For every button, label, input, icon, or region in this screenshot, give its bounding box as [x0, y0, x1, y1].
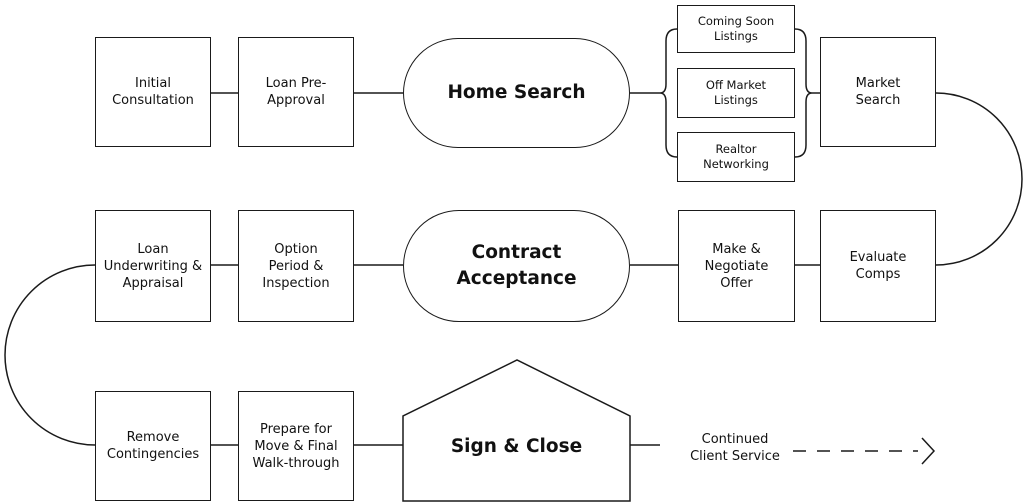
loop-right	[935, 92, 1023, 266]
step-remove-contingencies-label: Remove Contingencies	[106, 430, 200, 462]
right-brace	[794, 28, 813, 158]
step-evaluate-comps-label: Evaluate Comps	[849, 250, 907, 282]
step-market-search: Market Search	[820, 37, 936, 147]
step-option-period: Option Period & Inspection	[238, 210, 354, 322]
step-loan-pre-approval: Loan Pre- Approval	[238, 37, 354, 147]
step-sign-close: Sign & Close	[403, 428, 630, 464]
step-continued-client-service: Continued Client Service	[672, 428, 798, 468]
loop-left	[4, 264, 96, 446]
step-coming-soon-listings-label: Coming Soon Listings	[697, 14, 775, 43]
step-make-negotiate-offer-label: Make & Negotiate Offer	[704, 241, 769, 291]
step-contract-acceptance: Contract Acceptance	[403, 210, 630, 322]
step-off-market-listings-label: Off Market Listings	[705, 78, 767, 107]
step-loan-underwriting-label: Loan Underwriting & Appraisal	[103, 241, 203, 291]
step-initial-consultation-label: Initial Consultation	[112, 76, 194, 108]
step-loan-pre-approval-label: Loan Pre- Approval	[265, 76, 327, 108]
step-remove-contingencies: Remove Contingencies	[95, 391, 211, 501]
step-contract-acceptance-label: Contract Acceptance	[456, 242, 577, 289]
step-evaluate-comps: Evaluate Comps	[820, 210, 936, 322]
step-make-negotiate-offer: Make & Negotiate Offer	[678, 210, 795, 322]
step-coming-soon-listings: Coming Soon Listings	[677, 5, 795, 53]
step-prepare-for-move: Prepare for Move & Final Walk-through	[238, 391, 354, 501]
step-continued-client-service-label: Continued Client Service	[690, 432, 780, 464]
step-home-search-label: Home Search	[447, 82, 586, 103]
step-off-market-listings: Off Market Listings	[677, 68, 795, 118]
step-sign-close-label: Sign & Close	[450, 435, 583, 457]
step-home-search: Home Search	[403, 38, 630, 148]
step-market-search-label: Market Search	[855, 76, 901, 108]
step-initial-consultation: Initial Consultation	[95, 37, 211, 147]
step-loan-underwriting: Loan Underwriting & Appraisal	[95, 210, 211, 322]
step-realtor-networking: Realtor Networking	[677, 132, 795, 182]
left-brace	[659, 28, 678, 158]
step-realtor-networking-label: Realtor Networking	[703, 142, 769, 171]
sign-close-house-shape	[402, 359, 631, 502]
step-option-period-label: Option Period & Inspection	[262, 241, 330, 291]
arrow-head-icon	[921, 437, 936, 465]
step-prepare-for-move-label: Prepare for Move & Final Walk-through	[252, 421, 340, 471]
